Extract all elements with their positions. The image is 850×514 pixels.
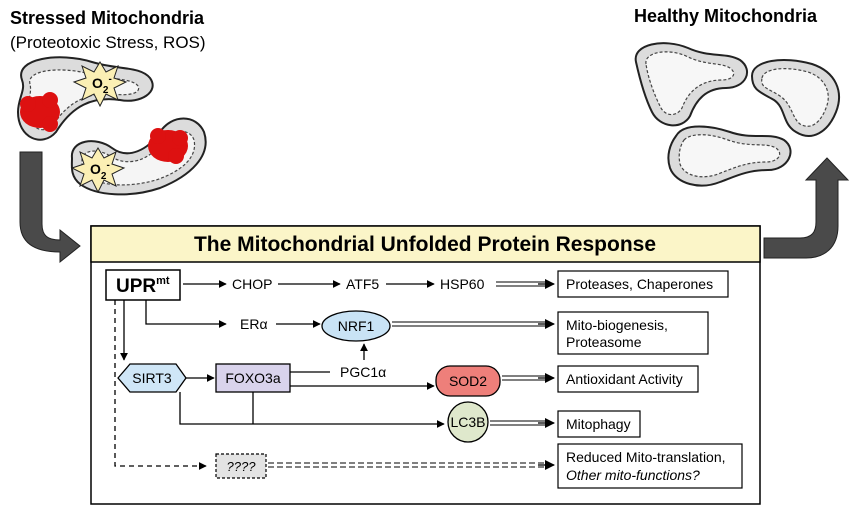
protein-aggregate-icon (20, 92, 60, 132)
era-label: ERα (240, 316, 268, 332)
outcome-proteases (557, 270, 729, 298)
sod2-label: SOD2 (449, 373, 487, 389)
upr-label: UPR (116, 276, 156, 297)
lc3b-node (447, 401, 489, 443)
healthy-title: Healthy Mitochondria (634, 6, 818, 26)
outcome-mitophagy-label: Mitophagy (566, 416, 631, 432)
outcome-mitophagy (557, 410, 641, 438)
svg-text:O2-: O2- (92, 74, 112, 96)
outcome-antioxidant-label: Antioxidant Activity (566, 371, 683, 387)
outcome-biogenesis-line2: Proteasome (566, 334, 642, 350)
hsp60-label: HSP60 (440, 276, 485, 292)
chop-label: CHOP (232, 276, 272, 292)
outcome-proteases-label: Proteases, Chaperones (566, 276, 713, 292)
banner (90, 225, 761, 263)
lc3b-label: LC3B (450, 414, 485, 430)
nrf1-label: NRF1 (338, 318, 375, 334)
stressed-subtitle: (Proteotoxic Stress, ROS) (10, 33, 206, 52)
outcome-biogenesis (557, 311, 709, 355)
outcome-antioxidant (557, 365, 699, 393)
healthy-mitochondrion-right (750, 59, 840, 137)
banner-title: The Mitochondrial Unfolded Protein Respo… (194, 233, 656, 256)
protein-aggregate-icon (148, 128, 188, 164)
outcome-biogenesis-line1: Mito-biogenesis, (566, 317, 668, 333)
foxo3a-node (215, 363, 291, 393)
nrf1-node (321, 310, 391, 342)
entry-arrow-icon (19, 151, 81, 264)
healthy-mitochondrion-left (634, 42, 748, 127)
ros-burst-icon: O2- (70, 147, 126, 194)
outcome-reduced (557, 443, 743, 489)
sod2-node (435, 365, 501, 397)
unknown-node (215, 453, 267, 479)
pgc1a-label: PGC1α (340, 364, 386, 380)
atf5-label: ATF5 (346, 276, 379, 292)
upr-superscript: mt (156, 275, 170, 287)
healthy-mitochondrion-bottom (667, 125, 792, 187)
foxo3a-label: FOXO3a (225, 370, 280, 386)
ros-label: O (90, 161, 101, 177)
stressed-mitochondrion-bottom (70, 117, 207, 196)
exit-arrow-icon (763, 157, 850, 259)
outcome-reduced-line2: Other mito-functions? (566, 467, 700, 483)
stressed-title: Stressed Mitochondria (10, 8, 205, 28)
svg-text:UPRmt: UPRmt (116, 275, 170, 297)
sirt3-label: SIRT3 (132, 370, 172, 386)
ros-burst-icon: O2- (72, 61, 128, 108)
ros-label: O (92, 75, 103, 91)
outcome-reduced-line1: Reduced Mito-translation, (566, 449, 726, 465)
svg-text:O2-: O2- (90, 160, 110, 182)
unknown-label: ???? (227, 459, 257, 474)
upr-node (105, 269, 181, 301)
